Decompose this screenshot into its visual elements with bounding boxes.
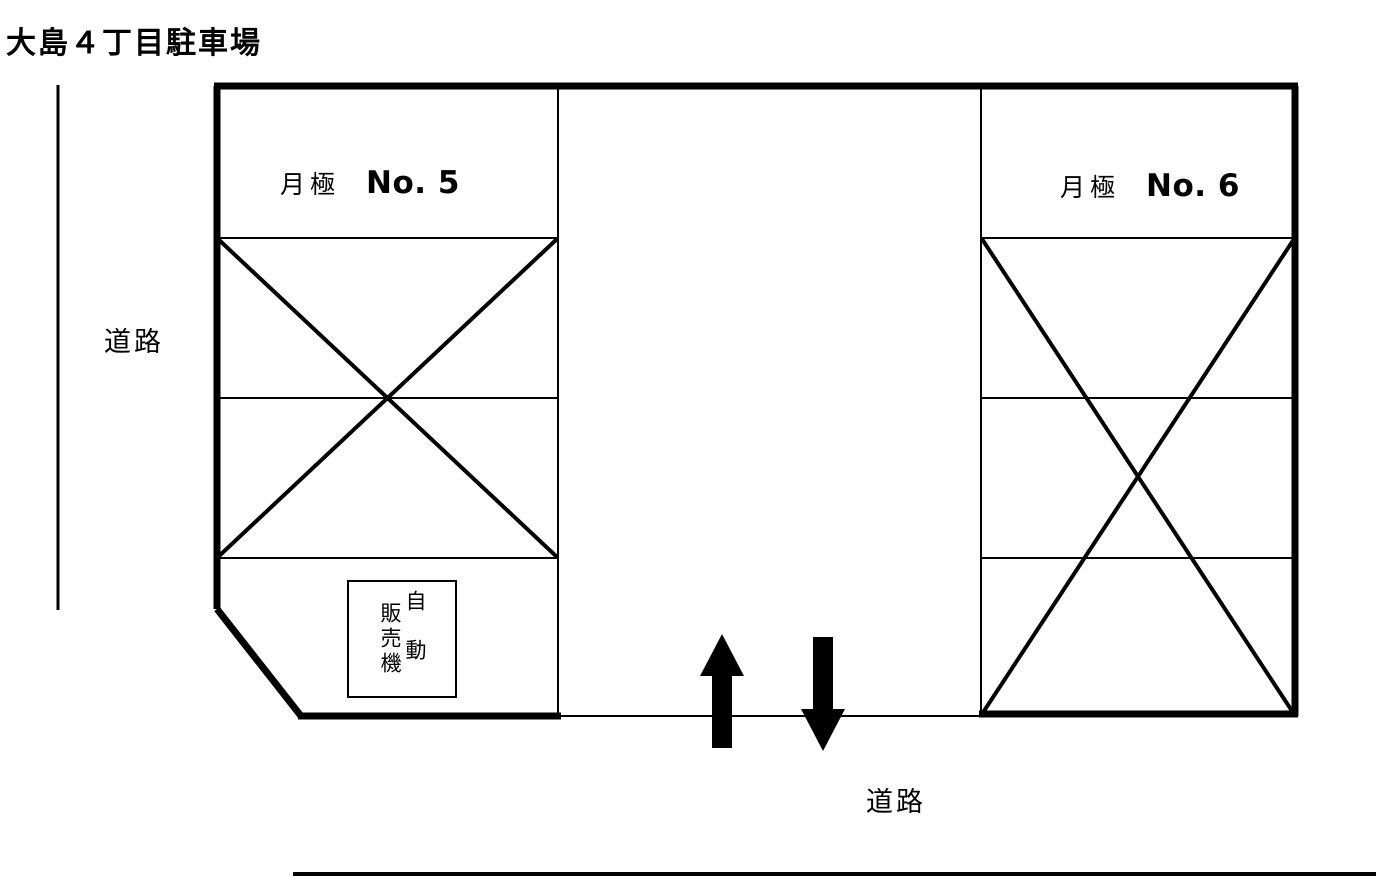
- road-label-bottom: 道路: [866, 787, 926, 818]
- entrance-arrow-icon: [700, 634, 744, 748]
- stall-no6-number: No. 6: [1146, 168, 1240, 204]
- exit-arrow-icon: [801, 637, 845, 751]
- stall-no5-contract-type: 月極: [280, 170, 341, 199]
- lot-chamfer-border: [214, 606, 304, 719]
- vending-machine-label-column-left: 販売機: [378, 602, 402, 677]
- vending-machine-label-column-right: 自動: [403, 590, 427, 688]
- vending-machine-box: 自動 販売機: [347, 580, 457, 698]
- right-block-cross-line-b: [980, 237, 1296, 716]
- stall-label-no6: 月極 No. 6: [1060, 168, 1240, 204]
- stall-no6-contract-type: 月極: [1060, 173, 1121, 202]
- stall-label-no5: 月極 No. 5: [280, 165, 460, 201]
- road-label-left: 道路: [104, 327, 164, 358]
- page-title: 大島４丁目駐車場: [6, 26, 262, 62]
- stall-no5-number: No. 5: [366, 165, 460, 201]
- left-block-cross-line-b: [216, 237, 559, 559]
